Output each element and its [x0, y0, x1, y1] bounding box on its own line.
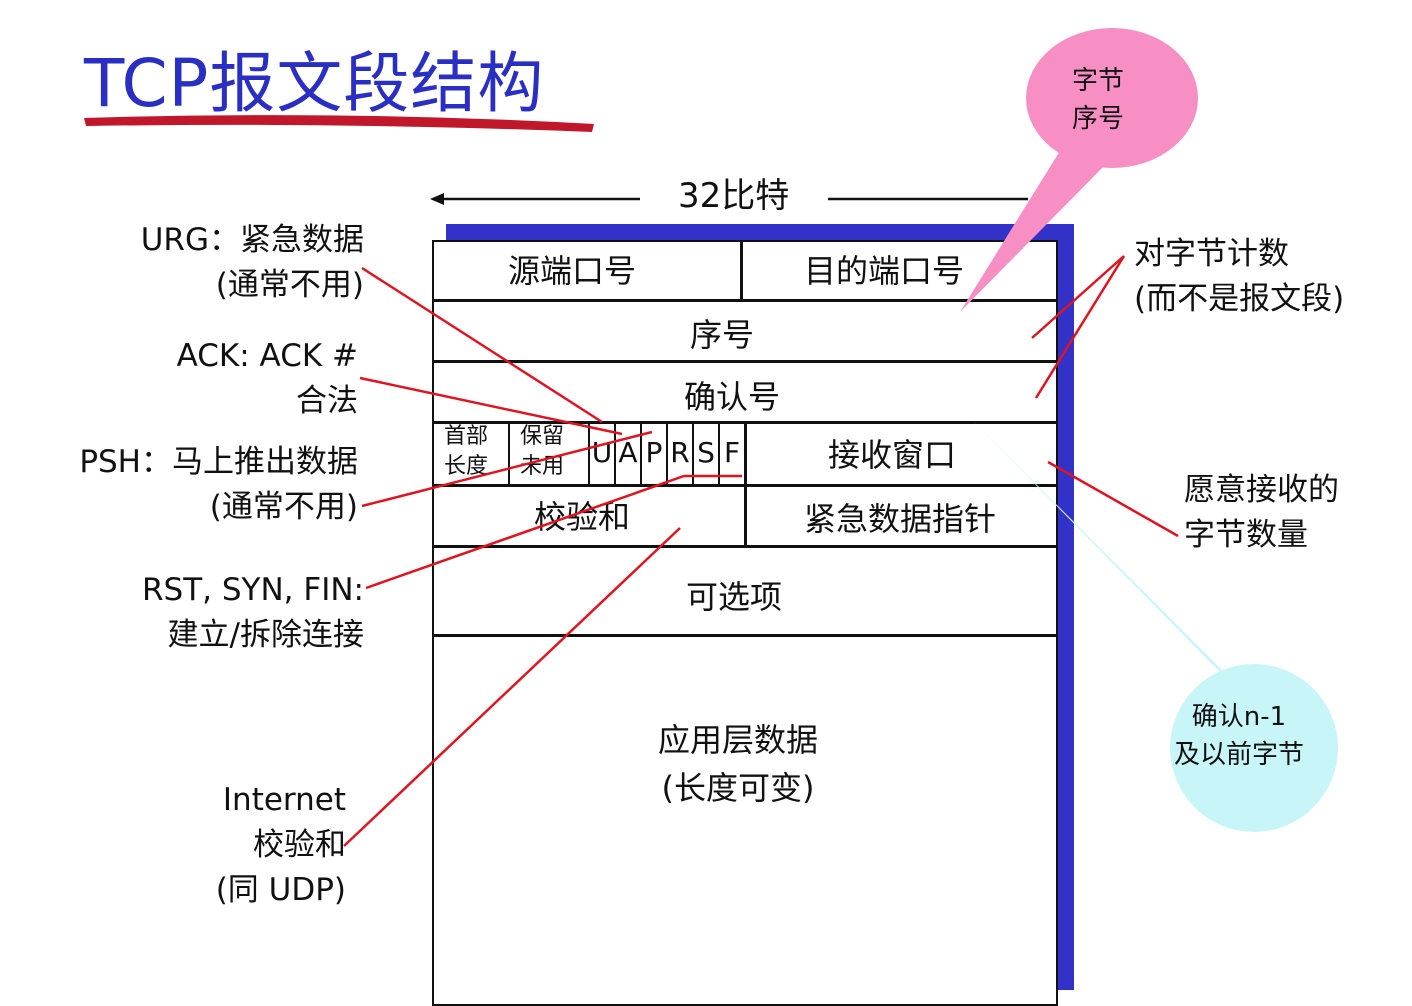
ack-number-label: 确认号 — [684, 378, 781, 416]
dest-port-label: 目的端口号 — [804, 252, 965, 290]
annotation-ack: ACK: ACK #合法 — [176, 338, 358, 419]
app-data-label: 应用层数据(长度可变) — [658, 721, 819, 807]
sequence-number-label: 序号 — [690, 316, 755, 354]
title-underline — [84, 115, 594, 132]
flag-syn: S — [697, 436, 715, 469]
page-title: TCP报文段结构 — [84, 45, 545, 122]
urgent-pointer-label: 紧急数据指针 — [804, 500, 997, 538]
annotation-urg: URG：紧急数据(通常不用) — [140, 222, 364, 303]
annotation-byte-count: 对字节计数(而不是报文段) — [1134, 236, 1345, 317]
col-divider — [744, 422, 747, 546]
row-divider — [432, 360, 1058, 363]
receive-window-label: 接收窗口 — [828, 436, 957, 474]
annotation-rst-syn-fin: RST, SYN, FIN:建立/拆除连接 — [142, 572, 364, 653]
col-divider — [740, 240, 743, 300]
reserved-label: 保留未用 — [520, 424, 565, 479]
col-divider — [666, 422, 668, 485]
options-label: 可选项 — [686, 578, 783, 616]
header-length-label: 首部长度 — [444, 424, 489, 479]
flag-ack: A — [618, 436, 638, 469]
bit-width-label: 32比特 — [678, 176, 790, 216]
col-divider — [692, 422, 694, 485]
source-port-label: 源端口号 — [508, 252, 637, 290]
annotation-psh: PSH：马上推出数据(通常不用) — [79, 444, 358, 525]
row-divider — [432, 545, 1058, 548]
row-divider — [432, 299, 1058, 302]
byte-seq-bubble-text: 字节序号 — [1072, 66, 1125, 134]
col-divider — [718, 422, 720, 485]
col-divider — [508, 422, 510, 485]
checksum-label: 校验和 — [534, 498, 631, 536]
annotation-window-size: 愿意接收的字节数量 — [1184, 472, 1339, 553]
flag-rst: R — [670, 436, 690, 469]
flag-psh: P — [645, 436, 663, 469]
flag-fin: F — [723, 436, 741, 469]
row-divider — [432, 634, 1058, 637]
flag-urg: U — [591, 436, 613, 469]
